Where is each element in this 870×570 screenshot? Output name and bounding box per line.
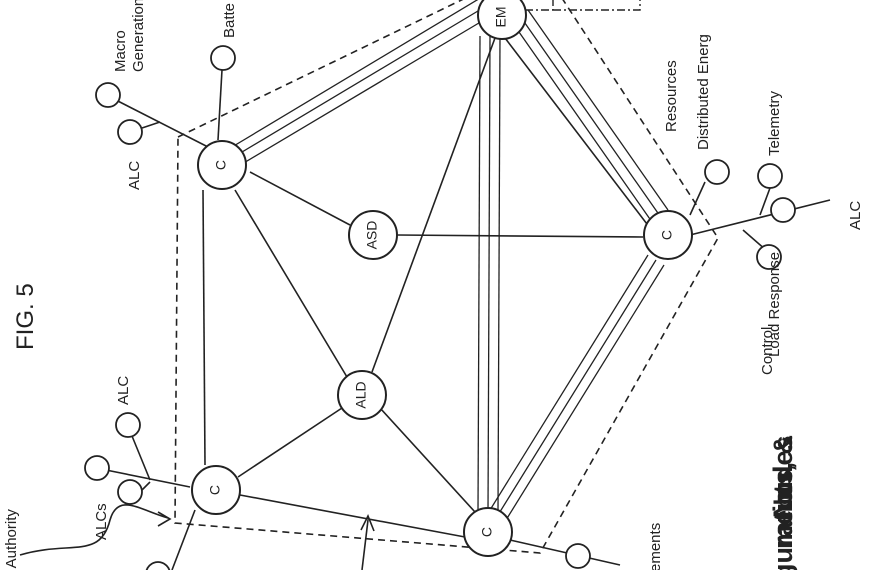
label-macro-line1: Macro — [112, 30, 129, 72]
line-cleft-out — [95, 467, 191, 488]
node-ald: ALD — [337, 370, 387, 420]
battery-device — [210, 45, 236, 71]
edge-asd-cright — [396, 234, 644, 238]
svg-text:C: C — [479, 527, 495, 537]
node-c-bottom: C — [463, 507, 513, 557]
edge-ald-cbottom — [379, 407, 476, 513]
svg-text:C: C — [207, 485, 223, 495]
authority-arrowhead — [157, 511, 172, 527]
line-cright-out — [689, 199, 831, 236]
edge-cleft-ald — [237, 407, 343, 478]
caption-line1: guration, — [768, 465, 798, 570]
caption-block: guration, ments, & Nodes — [768, 427, 798, 570]
edge-em-cright-diagonal — [504, 37, 651, 229]
label-distributed-energy: Distributed Energ Resources — [663, 30, 712, 150]
edge-ctop-asd — [249, 171, 351, 226]
line-der — [689, 181, 706, 216]
line-telemetry — [759, 187, 771, 216]
label-authority: g Authority — [3, 509, 20, 570]
svg-text:EM: EM — [493, 7, 509, 28]
em-connector — [525, 0, 641, 11]
label-clr-line1: Control — [759, 327, 776, 375]
node-c-left: C — [191, 465, 241, 515]
node-em: EM — [477, 0, 527, 40]
label-battery: Batte — [221, 3, 238, 38]
caption-line3: Nodes — [768, 435, 798, 518]
line-alc-top — [141, 121, 161, 129]
authority-arrow — [19, 504, 169, 556]
boundary-arrowhead — [360, 514, 375, 532]
label-der-line1: Distributed Energ — [695, 34, 712, 150]
svg-text:ASD: ASD — [364, 221, 380, 250]
caption-line2: ments, & — [768, 435, 798, 549]
node-asd: ASD — [348, 210, 398, 260]
alc-right-device — [770, 197, 796, 223]
edge-ald-em — [371, 37, 496, 373]
backbone-em-c-right — [511, 9, 669, 223]
node-c-right: C — [643, 210, 693, 260]
label-alc-mid: ALC — [115, 376, 132, 405]
svg-text:C: C — [213, 160, 229, 170]
figure-title: FIG. 5 — [12, 283, 39, 350]
svg-text:C: C — [659, 230, 675, 240]
label-clr-line2: Load Response — [766, 252, 783, 357]
elements-device — [565, 543, 591, 569]
label-control-load-response: Control Load Response — [759, 252, 783, 375]
backbone-c-right-c-bottom — [489, 254, 665, 521]
macro-generation-device — [95, 82, 121, 108]
svg-text:ALD: ALD — [353, 381, 369, 408]
alc-top-device — [117, 119, 143, 145]
label-alcs: ALCs — [93, 503, 110, 540]
telemetry-device — [757, 163, 783, 189]
backbone-em-c-bottom — [477, 35, 501, 513]
label-telemetry: Telemetry — [766, 90, 783, 156]
label-macro-generation: Macro Generation — [112, 0, 147, 72]
der-device — [704, 159, 730, 185]
label-der-line2: Resources — [663, 60, 680, 132]
label-alc-right: ALC — [847, 201, 864, 230]
edge-ctop-ald — [234, 189, 351, 383]
boundary-arrow — [361, 519, 369, 570]
alcs-device-2 — [117, 479, 143, 505]
edge-ctop-cleft — [202, 189, 206, 466]
edge-cleft-cbottom — [239, 494, 466, 538]
alc-mid-device — [115, 412, 141, 438]
line-cleft-down — [171, 509, 196, 570]
label-alc-top: ALC — [126, 161, 143, 190]
line-cbottom-out — [509, 539, 621, 566]
bottom-left-device — [145, 561, 171, 570]
node-c-top: C — [197, 140, 247, 190]
system-boundary — [174, 0, 719, 554]
label-elements: ements — [647, 523, 664, 570]
line-alc-mid — [131, 435, 151, 481]
line-battery — [217, 69, 223, 141]
load-response-device — [756, 244, 782, 270]
label-macro-line2: Generation — [130, 0, 147, 72]
alcs-device-1 — [84, 455, 110, 481]
backbone-c-top-em — [221, 0, 495, 171]
